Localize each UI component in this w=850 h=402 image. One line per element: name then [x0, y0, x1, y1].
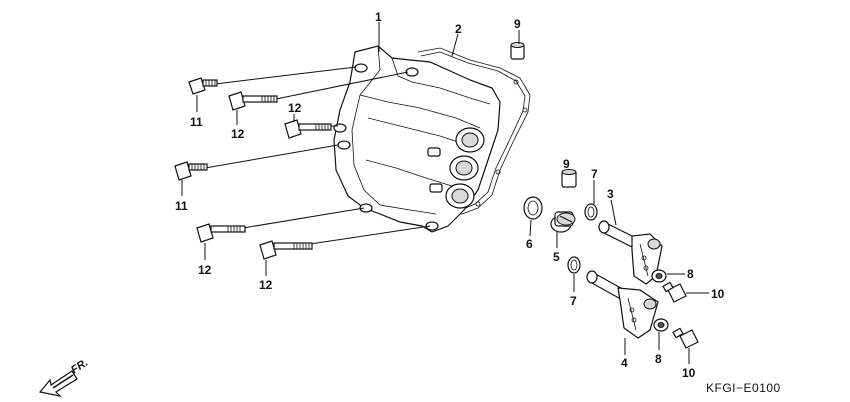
- callout-12-upper: 12: [231, 127, 245, 141]
- callout-12-lower-right: 12: [259, 278, 273, 292]
- bolt-11-upper: [188, 77, 218, 95]
- bolt-12-middle: [284, 119, 332, 139]
- callout-5: 5: [553, 250, 560, 264]
- bolt-10-lower: [672, 327, 699, 349]
- bolt-12-lower-left: [196, 223, 246, 243]
- callout-9-middle: 9: [563, 157, 570, 171]
- o-ring-7-lower: [567, 256, 581, 274]
- dowel-pin-middle: [561, 169, 577, 188]
- bolt-10-upper: [662, 281, 687, 303]
- callout-8-upper: 8: [687, 267, 694, 281]
- diagram-code: KFGI−E0100: [706, 381, 781, 395]
- front-arrow-icon: [38, 370, 78, 397]
- callout-2: 2: [455, 22, 462, 36]
- bolt-11-lower: [174, 161, 208, 181]
- callout-10-lower: 10: [682, 366, 696, 380]
- callout-7-upper: 7: [591, 167, 598, 181]
- callout-9-upper: 9: [514, 17, 521, 31]
- callout-7-lower: 7: [570, 294, 577, 308]
- o-ring-6: [523, 196, 543, 220]
- callout-1: 1: [375, 10, 382, 24]
- plug-5: [550, 211, 576, 233]
- callout-12-lower-left: 12: [198, 263, 212, 277]
- dowel-pin-upper: [510, 42, 525, 60]
- callout-6: 6: [526, 237, 533, 251]
- callout-11-upper: 11: [190, 115, 203, 129]
- bolt-12-upper: [228, 91, 278, 111]
- callout-leaders: [181, 22, 709, 364]
- front-direction-indicator: FR.: [38, 357, 90, 397]
- callout-11-lower: 11: [175, 199, 188, 213]
- side-cover: [333, 45, 501, 233]
- callout-10-upper: 10: [711, 287, 725, 301]
- o-ring-7-upper: [584, 203, 598, 221]
- washer-8-lower: [653, 318, 669, 332]
- washer-8-upper: [651, 269, 667, 283]
- callout-8-lower: 8: [655, 352, 662, 366]
- shift-shaft-4: [586, 270, 659, 339]
- callout-12-middle: 12: [288, 101, 302, 115]
- bolt-12-lower-right: [259, 240, 313, 260]
- callout-4: 4: [621, 356, 628, 370]
- callout-3: 3: [607, 187, 614, 201]
- callout-labels: 1 2 9 11 12 12 11 12 12 9 7 3 6 5 7 8 10…: [175, 10, 725, 380]
